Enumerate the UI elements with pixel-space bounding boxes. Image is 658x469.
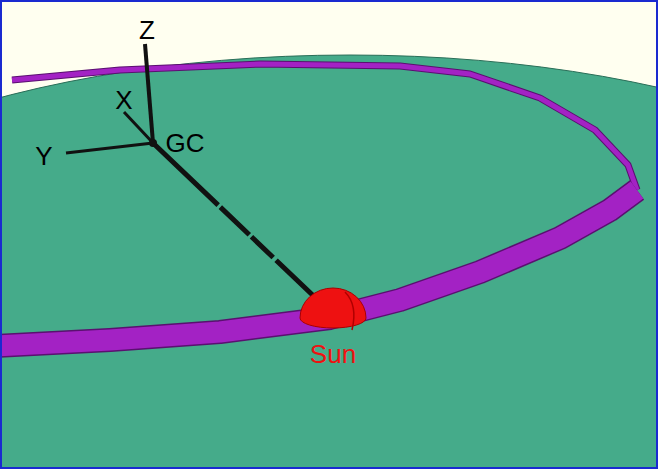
sun-label: Sun <box>310 341 356 367</box>
center-label: GC <box>166 130 205 156</box>
axis-label: X <box>115 87 132 113</box>
axis-label: Y <box>35 143 52 169</box>
axis-label: Z <box>139 17 155 43</box>
